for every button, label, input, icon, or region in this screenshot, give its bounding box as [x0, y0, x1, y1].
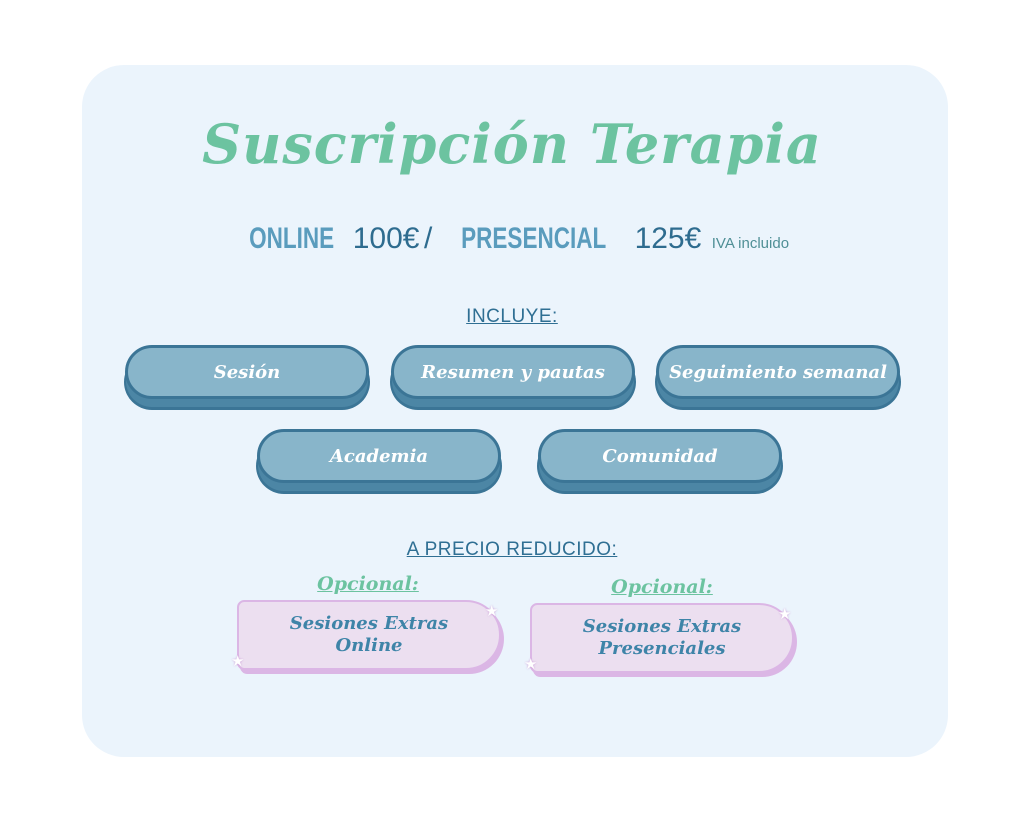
extra-presencial-line2: Presenciales: [598, 638, 726, 659]
optional-label-online: Opcional:: [317, 573, 419, 595]
presencial-label: PRESENCIAL: [460, 222, 606, 255]
star-icon: ★: [485, 603, 499, 620]
tax-note: IVA incluido: [711, 235, 790, 252]
pricing-line: ONLINE 100€ / PRESENCIAL 125€ IVA inclui…: [0, 222, 1024, 256]
online-price: 100€: [352, 222, 420, 255]
optional-label-presencial: Opcional:: [611, 576, 713, 598]
include-item-comunidad: Comunidad: [538, 429, 782, 483]
extra-presencial-line1: Sesiones Extras: [582, 616, 742, 637]
include-item-seguimiento: Seguimiento semanal: [656, 345, 900, 399]
extra-online-line2: Online: [335, 635, 403, 656]
extra-online-line1: Sesiones Extras: [289, 613, 449, 634]
page-title: Suscripción Terapia: [202, 112, 822, 176]
presencial-price: 125€: [634, 222, 702, 255]
include-item-academia: Academia: [257, 429, 501, 483]
star-icon: ★: [231, 653, 245, 670]
include-item-resumen: Resumen y pautas: [391, 345, 635, 399]
include-item-sesion: Sesión: [125, 345, 369, 399]
online-label: ONLINE: [249, 222, 335, 255]
includes-heading: INCLUYE:: [466, 306, 558, 327]
star-icon: ★: [778, 606, 792, 623]
price-separator: /: [423, 222, 433, 255]
reduced-heading: A PRECIO REDUCIDO:: [406, 539, 618, 560]
subscription-card: [82, 65, 948, 757]
star-icon: ★: [524, 656, 538, 673]
